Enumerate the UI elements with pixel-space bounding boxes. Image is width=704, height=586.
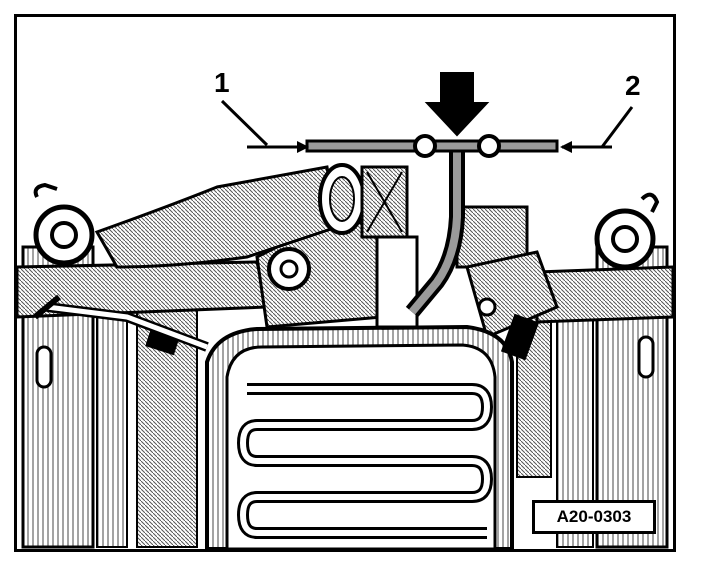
clamp-rod xyxy=(305,134,559,158)
center-pulley xyxy=(267,247,311,291)
intake-duct xyxy=(94,163,409,269)
oil-pan xyxy=(205,324,514,549)
diagram-frame: 1 2 A20-0303 xyxy=(14,14,676,552)
left-pulley xyxy=(33,182,95,266)
engine-illustration xyxy=(17,72,673,549)
clamp-left xyxy=(413,134,437,158)
figure-reference: A20-0303 xyxy=(532,500,656,534)
callout-label-2: 2 xyxy=(625,70,641,101)
right-connector xyxy=(477,297,540,361)
callout-2-leader xyxy=(560,106,634,153)
callout-label-1: 1 xyxy=(214,67,230,98)
callout-1-leader xyxy=(220,99,309,153)
indicator-arrow xyxy=(424,72,490,137)
clamp-right xyxy=(477,134,501,158)
left-pipe xyxy=(33,294,209,356)
hose xyxy=(405,147,465,318)
right-pulley xyxy=(594,192,660,270)
